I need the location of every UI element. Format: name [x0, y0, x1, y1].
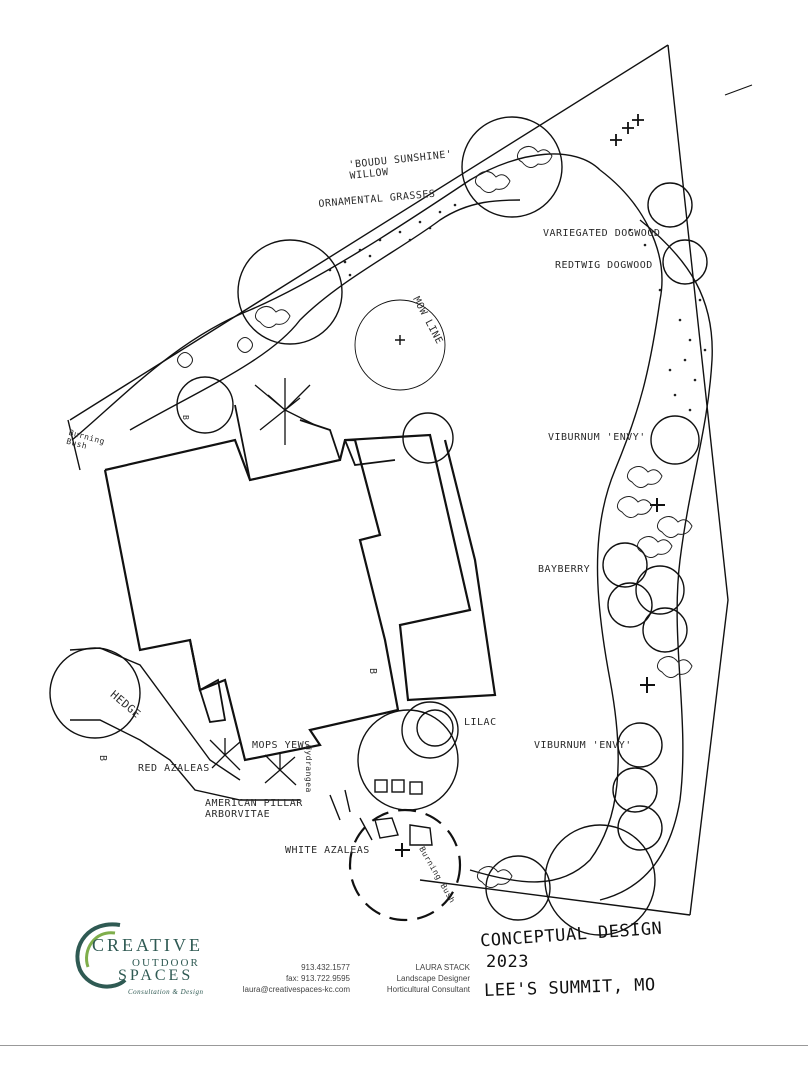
property-line-north — [69, 44, 669, 421]
contact-phone: 913.432.1577 — [301, 963, 350, 972]
label-redtwig-dogwood: REDTWIG DOGWOOD — [555, 260, 653, 271]
lilac-shrub — [416, 709, 454, 747]
tree-canopy — [354, 299, 446, 391]
tree-canopy — [237, 239, 343, 345]
designer-role-1: Landscape Designer — [396, 974, 470, 983]
tree-canopy — [544, 824, 656, 936]
property-line-west — [67, 419, 81, 471]
logo-word-outdoor: OUTDOOR — [132, 957, 200, 969]
logo-tagline: Consultation & Design — [128, 988, 204, 996]
property-line-south — [419, 879, 691, 916]
contact-fax: fax: 913.722.9595 — [285, 974, 350, 983]
marker-b3: B — [181, 415, 190, 421]
north-bed-outline — [71, 153, 601, 441]
label-hydrangea: Hydrangea — [304, 745, 313, 793]
label-red-azaleas: RED AZALEAS — [138, 763, 210, 774]
east-bed-outline — [469, 169, 663, 883]
marker-b2: B — [97, 755, 108, 762]
swirl-logo-icon — [75, 922, 127, 989]
label-white-azaleas: WHITE AZALEAS — [285, 845, 370, 856]
gravel-stipple — [328, 203, 707, 412]
label-arborvitae: AMERICAN PILLAR ARBORVITAE — [205, 798, 303, 820]
marker-b1: B — [367, 668, 378, 675]
contact-block: 913.432.1577 fax: 913.722.9595 laura@cre… — [225, 962, 350, 995]
designer-block: LAURA STACK Landscape Designer Horticult… — [360, 962, 470, 995]
house-footprint — [103, 433, 497, 762]
tree-canopy — [401, 701, 459, 759]
contact-email: laura@creativespaces-kc.com — [242, 985, 350, 994]
title-year: 2023 — [486, 952, 529, 972]
label-viburnum-1: VIBURNUM 'ENVY' — [548, 432, 646, 443]
property-line-east — [667, 44, 729, 916]
company-logo: CREATIVE OUTDOOR SPACES Consultation & D… — [70, 915, 220, 1005]
tree-canopy — [461, 116, 563, 218]
page-bottom-rule — [0, 1045, 808, 1046]
label-bayberry: BAYBERRY — [538, 564, 591, 575]
label-lilac: LILAC — [464, 717, 497, 728]
logo-word-creative: CREATIVE — [92, 935, 203, 955]
designer-name: LAURA STACK — [415, 963, 470, 972]
tree-canopy — [485, 855, 551, 921]
label-mops-yews: MOPS YEWS — [252, 740, 311, 751]
logo-word-spaces: SPACES — [118, 967, 194, 984]
tree-canopy — [49, 647, 141, 739]
label-viburnum-2: VIBURNUM 'ENVY' — [534, 740, 632, 751]
label-variegated-dogwood: VARIEGATED DOGWOOD — [543, 228, 661, 239]
designer-role-2: Horticultural Consultant — [386, 985, 470, 994]
tree-canopy — [357, 709, 459, 811]
